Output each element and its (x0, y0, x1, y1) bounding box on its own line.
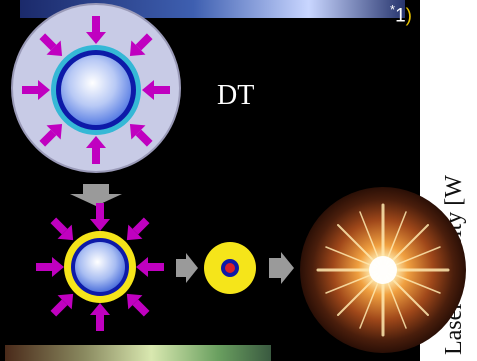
compression-stage (36, 203, 164, 331)
fusion-burst-icon (300, 187, 466, 353)
flow-arrow-right-icon (269, 252, 294, 284)
ignition-stage (204, 242, 256, 294)
capsule-stage (12, 4, 180, 172)
flow-arrow-down-icon (70, 184, 122, 206)
flow-arrow-right-icon (176, 253, 198, 283)
bottom-photo-image (5, 345, 271, 361)
